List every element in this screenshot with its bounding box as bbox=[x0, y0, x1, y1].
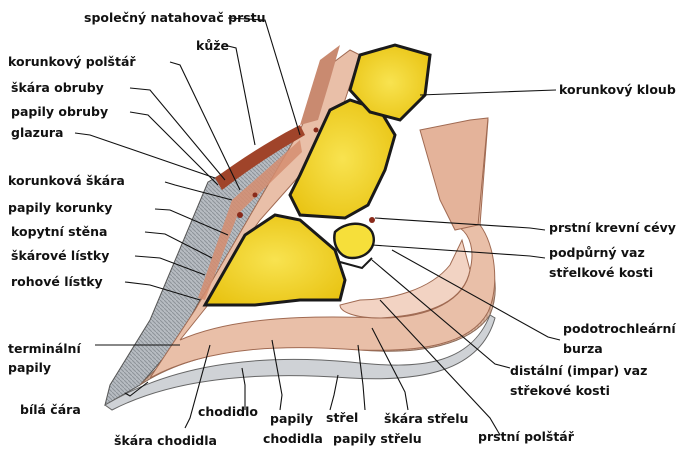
label-chodidlo: chodidlo bbox=[198, 404, 258, 419]
flexor-tissue bbox=[420, 118, 488, 230]
label-kuze: kůže bbox=[196, 38, 229, 53]
vessel bbox=[253, 193, 258, 198]
label-glazura: glazura bbox=[11, 125, 63, 140]
label-papily-chodidla-2: chodidla bbox=[263, 431, 323, 446]
label-papily-korunky: papily korunky bbox=[8, 200, 112, 215]
vessel bbox=[237, 212, 243, 218]
label-korunkovy-kloub: korunkový kloub bbox=[559, 82, 676, 97]
label-skarove-listky: škárové lístky bbox=[11, 248, 109, 263]
hoof-illustration bbox=[105, 45, 495, 410]
label-papily-obruby: papily obruby bbox=[11, 104, 108, 119]
label-spolecny-natahovac-prstu: společný natahovač prstu bbox=[84, 10, 266, 25]
label-korunkovy-polstar: korunkový polštář bbox=[8, 54, 136, 69]
label-skara-strelu: škára střelu bbox=[384, 411, 468, 426]
label-bila-cara: bílá čára bbox=[20, 402, 81, 417]
label-distalni-vaz-2: střekové kosti bbox=[510, 383, 610, 398]
label-podpurny-vaz-1: podpůrný vaz bbox=[549, 245, 645, 260]
navicular-bone bbox=[334, 224, 373, 258]
label-kopytni-stena: kopytní stěna bbox=[11, 224, 107, 239]
label-podotrochlearni-burza-1: podotrochleární bbox=[563, 321, 676, 336]
label-skara-obruby: škára obruby bbox=[11, 80, 104, 95]
label-terminalni-papily-1: terminální bbox=[8, 341, 81, 356]
label-prstni-polstar: prstní polštář bbox=[478, 429, 575, 444]
label-skara-chodidla: škára chodidla bbox=[114, 433, 217, 448]
vessel bbox=[369, 217, 375, 223]
label-papily-strelu: papily střelu bbox=[333, 431, 422, 446]
label-distalni-vaz-1: distální (impar) vaz bbox=[510, 363, 647, 378]
label-terminalni-papily-2: papily bbox=[8, 360, 51, 375]
impar-ligament bbox=[340, 258, 372, 268]
label-strel: střel bbox=[326, 410, 358, 425]
label-rohove-listky: rohové lístky bbox=[11, 274, 103, 289]
label-prstni-krevni-cevy: prstní krevní cévy bbox=[549, 220, 676, 235]
label-podotrochlearni-burza-2: burza bbox=[563, 341, 603, 356]
vessel bbox=[314, 128, 319, 133]
label-podpurny-vaz-2: střelkové kosti bbox=[549, 265, 653, 280]
label-papily-chodidla-1: papily bbox=[270, 411, 313, 426]
label-korunkova-skara: korunková škára bbox=[8, 173, 125, 188]
